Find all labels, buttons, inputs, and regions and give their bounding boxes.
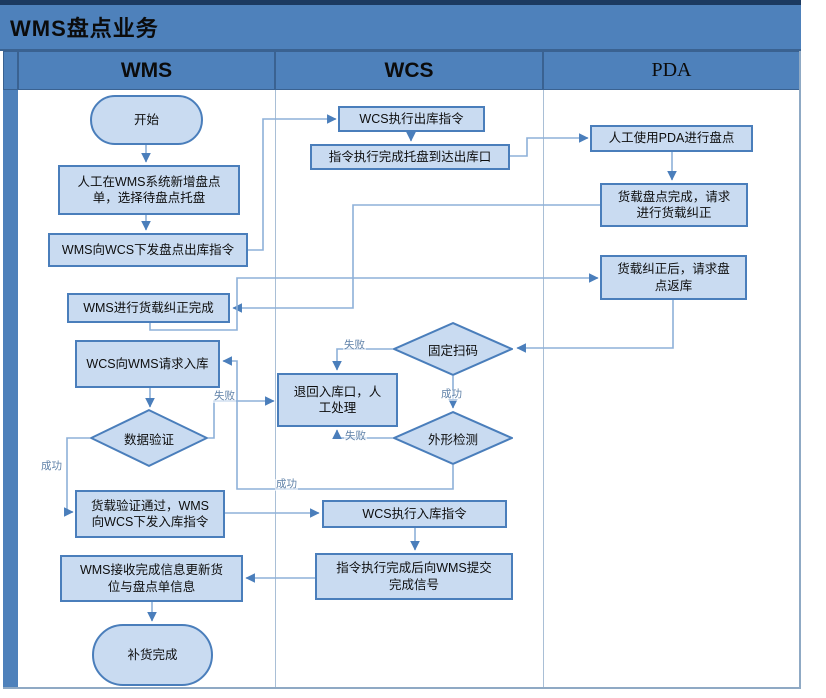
pool-left-strip: [3, 90, 18, 688]
node-correction-done: WMS进行货载纠正完成: [67, 293, 230, 323]
edge-label-success-fixedscan: 成功: [440, 388, 463, 401]
diagram-title: WMS盘点业务: [10, 16, 159, 41]
node-end: 补货完成: [92, 624, 213, 686]
node-pda-count: 人工使用PDA进行盘点: [590, 125, 753, 152]
edge-label-success-shapecheck: 成功: [275, 478, 298, 491]
edge-fixedscan-returnport-fail: [332, 348, 393, 371]
node-data-validation: 数据验证: [90, 409, 208, 467]
node-start: 开始: [90, 95, 203, 145]
node-count-done: 货载盘点完成，请求 进行货载纠正: [600, 183, 748, 227]
edge-send-wcsoutbound: [248, 114, 337, 251]
node-shape-check: 外形检测: [393, 411, 513, 465]
lane-header-wms: WMS: [18, 51, 275, 90]
top-accent-bar: [0, 0, 801, 5]
node-submit-signal: 指令执行完成后向WMS提交 完成信号: [315, 553, 513, 600]
node-wcs-inbound: WCS执行入库指令: [322, 500, 507, 528]
lane-divider-wms-wcs: [275, 90, 276, 688]
edge-countdone-correction: [232, 204, 600, 313]
edge-validation-returnport-fail: [208, 396, 275, 439]
node-update-info: WMS接收完成信息更新货 位与盘点单信息: [60, 555, 243, 602]
node-pallet-arrived: 指令执行完成托盘到达出库口: [310, 144, 510, 170]
node-fixed-scan: 固定扫码: [393, 322, 513, 376]
node-create-order: 人工在WMS系统新增盘点 单，选择待盘点托盘: [58, 165, 240, 215]
edge-label-fail-fixedscan: 失败: [343, 339, 366, 352]
lane-divider-wcs-pda: [543, 90, 544, 688]
node-return-port: 退回入库口，人 工处理: [277, 373, 398, 427]
lane-header-stub: [3, 51, 18, 90]
pool-bottom-border: [3, 687, 801, 689]
edge-label-success-validation: 成功: [40, 460, 63, 473]
node-corrected-return: 货载纠正后，请求盘 点返库: [600, 255, 747, 300]
edge-correctedreturn-fixedscan: [516, 300, 674, 353]
node-send-outbound: WMS向WCS下发盘点出库指令: [48, 233, 248, 267]
lane-header-wcs: WCS: [275, 51, 543, 90]
edge-arrived-pdacount: [510, 133, 589, 157]
edge-label-fail-validation: 失败: [213, 390, 236, 403]
lane-header-pda: PDA: [543, 51, 800, 90]
node-validation-passed: 货载验证通过，WMS 向WCS下发入库指令: [75, 490, 225, 538]
title-band: WMS盘点业务: [0, 5, 801, 51]
edge-label-fail-shapecheck: 失败: [344, 430, 367, 443]
node-wcs-outbound: WCS执行出库指令: [338, 106, 485, 132]
pool-right-border: [799, 51, 801, 688]
node-request-inbound: WCS向WMS请求入库: [75, 340, 220, 388]
